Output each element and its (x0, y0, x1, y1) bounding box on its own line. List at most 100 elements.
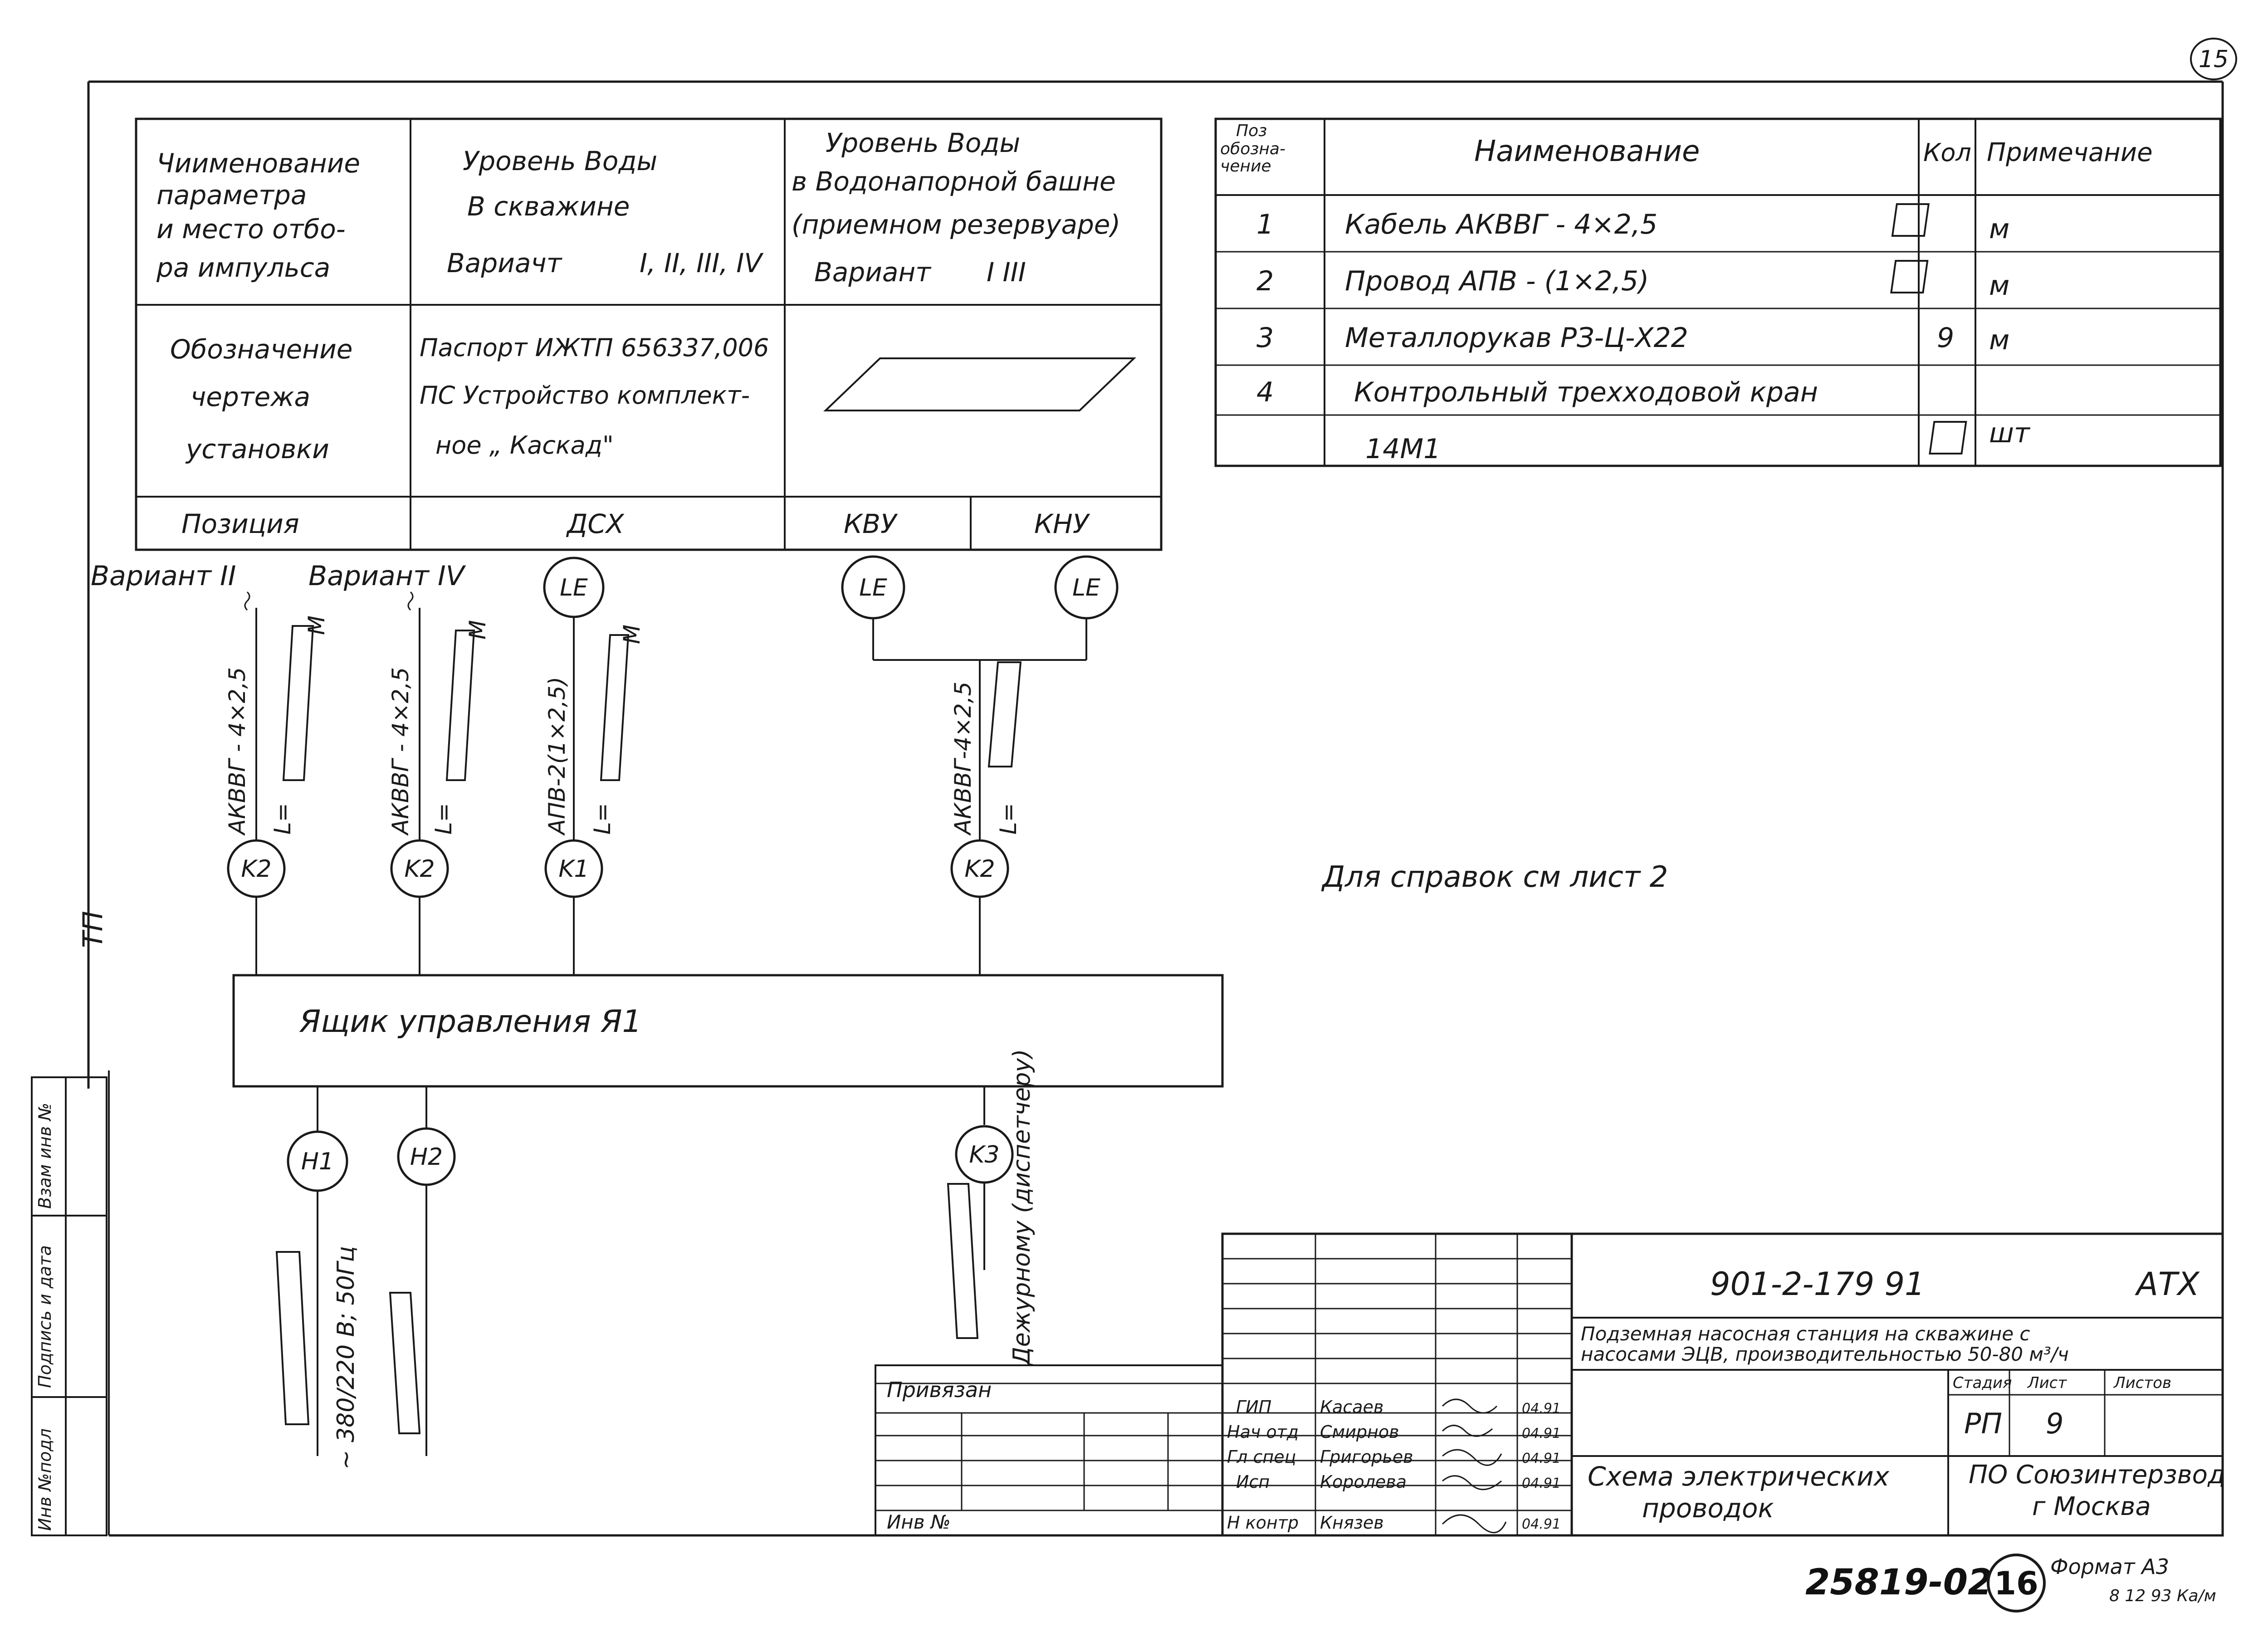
spec-row3-name: Металлорукав РЗ-Ц-Х22 (1345, 322, 1688, 354)
cable-k2-3-id: K2 (964, 855, 995, 883)
cable-h1-id: H1 (301, 1148, 334, 1175)
inv-label: Инв № (887, 1511, 951, 1533)
variant-iv-label: Вариант IV (308, 560, 466, 592)
sheet-header: Лист (2027, 1374, 2067, 1392)
staff-role-4: Исп (1236, 1472, 1270, 1492)
project-code: 901-2-179 91 (1710, 1266, 1925, 1303)
spec-header-name: Наименование (1474, 135, 1700, 168)
cable-k1-label: АПВ-2(1×2,5) (544, 677, 570, 836)
cable-k2-2-box (445, 630, 475, 781)
cable-k2-2-label: АКВВГ - 4×2,5 (387, 667, 414, 836)
cable-k2-2-id: K2 (404, 855, 435, 883)
cable-k2-1-unit: М (303, 616, 330, 635)
cable-k3-id: K3 (969, 1141, 999, 1168)
staff-name-1: Касаев (1320, 1397, 1383, 1417)
spec-header-qty: Кол (1923, 138, 1971, 167)
staff-role-3: Гл спец (1227, 1447, 1296, 1467)
designation-label-3: установки (185, 434, 329, 464)
designation-value-3: ное „ Каскад" (435, 431, 614, 459)
cable-k3-box (947, 1183, 979, 1339)
header-col3-line5: I III (987, 257, 1026, 288)
cable-h1-box (275, 1251, 310, 1425)
control-box-label: Ящик управления Я1 (299, 1004, 642, 1040)
cable-k3-label: Дежурному (диспетчеру) (1008, 1049, 1036, 1366)
specification-table: Поз обозна- чение Наименование Кол Приме… (1214, 117, 2222, 467)
stamp-date: 8 12 93 Ка/м (2109, 1587, 2216, 1605)
position-dsh: ДСХ (566, 508, 625, 539)
spec-row4-pos: 4 (1256, 376, 1274, 408)
cable-labels: АКВВГ - 4×2,5 L= М АКВВГ - 4×2,5 L= М АП… (224, 616, 1022, 836)
cable-k1-id: K1 (558, 855, 589, 883)
format-label: Формат А3 (2050, 1554, 2169, 1579)
control-box: Ящик управления Я1 (232, 974, 1224, 1088)
spec-row1-note: м (1989, 213, 2009, 245)
sheets-header: Листов (2113, 1374, 2171, 1392)
sensors: LE LE LE (543, 555, 1119, 841)
spec-row4-name: Контрольный трехходовой кран (1354, 376, 1818, 408)
staff-date-3: 04.91 (1522, 1451, 1561, 1466)
position-kvu: КВУ (844, 508, 898, 539)
cable-runs (255, 608, 420, 841)
header-col1-line1: Чиименование (156, 148, 360, 179)
staff-role-2: Нач отд (1227, 1422, 1299, 1442)
staff-name-5: Князев (1320, 1513, 1384, 1533)
spec-row3-note: м (1989, 324, 2009, 356)
cable-k2-1-label: АКВВГ - 4×2,5 (224, 667, 250, 836)
sheet-value: 9 (2046, 1407, 2063, 1440)
staff-role-1: ГИП (1236, 1397, 1271, 1417)
spec-row2-note: м (1989, 270, 2009, 302)
staff-name-4: Королева (1320, 1472, 1407, 1492)
sheet-number-top: 15 (2199, 46, 2229, 73)
signatures (1442, 1398, 1507, 1534)
header-col2-line1: Уровень Воды (463, 146, 657, 176)
cable-k2-1-id: K2 (241, 855, 271, 883)
empty-parallelogram (823, 357, 1136, 411)
cable-h2-id: H2 (410, 1143, 443, 1171)
cable-k2-2-unit: М (464, 620, 491, 640)
parameter-table: Чиименование параметра и место отбо- ра … (135, 117, 1163, 551)
title-block: Привязан Инв № ГИП Касаев 04.91 Нач отд … (875, 1232, 2225, 1537)
designation-label-2: чертежа (191, 381, 310, 412)
staff-date-2: 04.91 (1522, 1426, 1561, 1442)
project-title-1: Подземная насосная станция на скважине с (1581, 1323, 2030, 1345)
le-sensor-kvu-label: LE (859, 574, 887, 601)
spec-row5-name: 14М1 (1365, 433, 1441, 465)
header-col1-line3: и место отбо- (156, 214, 346, 244)
cable-k1-unit: М (619, 625, 645, 644)
cable-k2-3-len: L= (995, 803, 1022, 835)
spec-row1-pos: 1 (1256, 209, 1274, 240)
tied-label: Привязан (887, 1378, 992, 1402)
strip-inv: Инв №подл (35, 1428, 55, 1531)
variant-labels: Вариант II Вариант IV (91, 560, 466, 611)
cable-k1-box (600, 634, 630, 781)
drawing-title-2: проводок (1642, 1493, 1774, 1524)
spec-header-pos: Поз обозна- чение (1220, 122, 1290, 176)
cable-k2-3-box (987, 661, 1022, 767)
designation-value-2: ПС Устройство комплект- (420, 381, 750, 410)
staff-name-2: Смирнов (1320, 1422, 1399, 1442)
position-label: Позиция (181, 508, 299, 539)
spec-row2-pos: 2 (1256, 265, 1274, 297)
header-col3-line4: Вариант (814, 257, 932, 288)
cable-h1-label: ~ 380/220 В; 50Гц (332, 1246, 360, 1470)
header-col3-line3: (приемном резервуаре) (792, 209, 1120, 240)
staff-date-5: 04.91 (1522, 1516, 1561, 1532)
header-col2-line3: Вариачт (447, 248, 563, 279)
archive-number: 25819-02 (1805, 1562, 1992, 1603)
organization-2: г Москва (2032, 1492, 2151, 1521)
spec-header-note: Примечание (1987, 138, 2153, 167)
strip-sign: Подпись и дата (35, 1245, 55, 1388)
stage-header: Стадия (1953, 1374, 2012, 1392)
spec-row5-qty-box (1929, 421, 1967, 454)
variant-ii-label: Вариант II (91, 560, 236, 592)
cable-k2-1-len: L= (269, 803, 296, 835)
le-sensor-dsh-label: LE (560, 574, 588, 601)
designation-label-1: Обозначение (170, 334, 352, 365)
designation-value-1: Паспорт ИЖТП 656337,006 (420, 333, 769, 362)
header-col2-line2: В скважине (467, 191, 630, 222)
header-col3-line2: в Водонапорной башне (792, 166, 1116, 197)
cable-k2-2-len: L= (430, 803, 457, 835)
position-knu: КНУ (1034, 508, 1090, 539)
spec-row3-pos: 3 (1256, 322, 1274, 354)
le-sensor-knu-label: LE (1072, 574, 1100, 601)
